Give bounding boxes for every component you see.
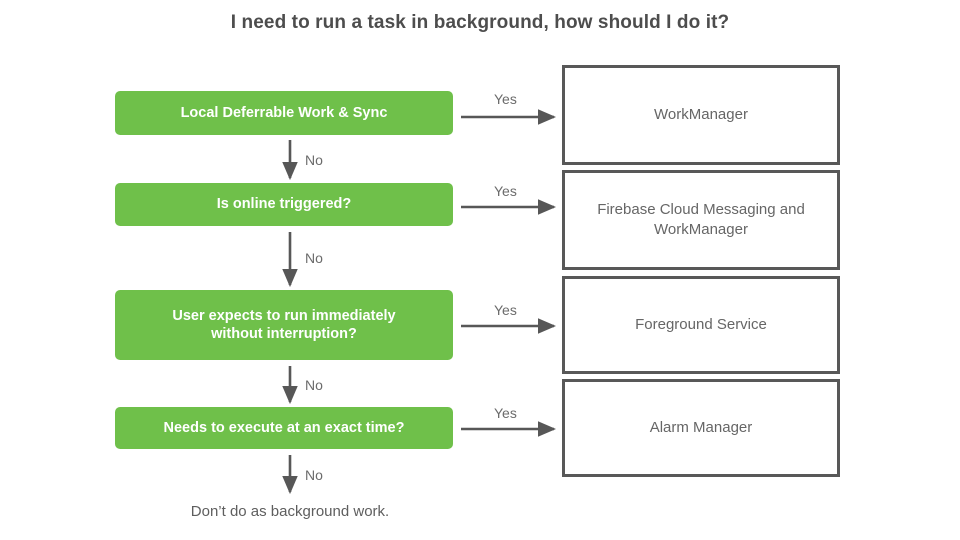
- edge-label-yes-4: Yes: [494, 405, 517, 421]
- edge-label-no-4: No: [305, 467, 323, 483]
- edge-label-no-3: No: [305, 377, 323, 393]
- outcome-label-line2: WorkManager: [654, 221, 748, 238]
- edge-label-no-2: No: [305, 250, 323, 266]
- decision-label: User expects to run immediately without …: [172, 307, 395, 343]
- decision-label-line2: without interruption?: [211, 326, 357, 342]
- outcome-node-foreground-service[interactable]: Foreground Service: [562, 276, 840, 374]
- outcome-label: Foreground Service: [635, 315, 767, 333]
- decision-label: Is online triggered?: [216, 196, 352, 213]
- decision-label: Local Deferrable Work & Sync: [180, 104, 388, 121]
- decision-node-local-deferrable-work-sync[interactable]: Local Deferrable Work & Sync: [115, 91, 453, 135]
- edge-label-no-1: No: [305, 152, 323, 168]
- outcome-label: Alarm Manager: [649, 418, 753, 436]
- terminal-node-dont-do-as-background-work: Don’t do as background work.: [190, 503, 390, 520]
- decision-node-run-immediately-without-interruption[interactable]: User expects to run immediately without …: [115, 290, 453, 360]
- outcome-node-alarm-manager[interactable]: Alarm Manager: [562, 379, 840, 477]
- decision-label-line1: User expects to run immediately: [172, 307, 396, 324]
- decision-node-is-online-triggered[interactable]: Is online triggered?: [115, 183, 453, 226]
- outcome-label: Firebase Cloud Messaging and WorkManager: [597, 200, 805, 241]
- edge-label-yes-3: Yes: [494, 302, 517, 318]
- outcome-node-workmanager[interactable]: WorkManager: [562, 65, 840, 165]
- outcome-label-line1: Firebase Cloud Messaging and: [597, 200, 805, 218]
- decision-label: Needs to execute at an exact time?: [163, 419, 405, 436]
- outcome-label: WorkManager: [654, 105, 748, 123]
- edge-label-yes-1: Yes: [494, 91, 517, 107]
- outcome-node-firebase-cloud-messaging-and-workmanager[interactable]: Firebase Cloud Messaging and WorkManager: [562, 170, 840, 270]
- page-title: I need to run a task in background, how …: [230, 12, 730, 33]
- edge-label-yes-2: Yes: [494, 183, 517, 199]
- decision-node-needs-exact-time[interactable]: Needs to execute at an exact time?: [115, 407, 453, 449]
